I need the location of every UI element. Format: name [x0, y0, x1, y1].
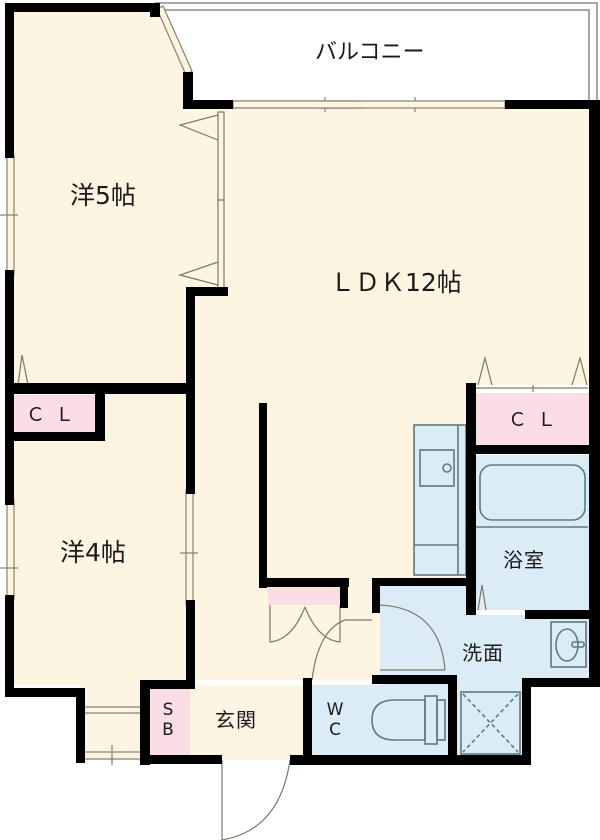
label-closet-left: ＣＬ: [26, 404, 85, 426]
washing-machine-pan: [460, 691, 521, 755]
label-washroom: 洗面: [462, 641, 504, 665]
kitchen-sink: [419, 449, 455, 487]
label-western-5: 洋5帖: [70, 181, 136, 210]
fixtures: [371, 424, 588, 755]
label-shoebox: S B: [158, 700, 178, 740]
room-bath-floor: [474, 455, 590, 610]
label-shoebox-s: S: [162, 700, 174, 720]
label-bath: 浴室: [503, 548, 545, 572]
wash-basin: [550, 621, 587, 668]
window-west-4: [6, 499, 15, 601]
label-wc: W C: [325, 700, 345, 740]
room-washroom-floor: [380, 585, 590, 760]
closet-left-fill: [12, 395, 100, 435]
label-balcony: バルコニー: [315, 40, 425, 65]
walls: [5, 3, 600, 765]
label-wc-w: W: [326, 700, 344, 720]
bathtub: [479, 464, 586, 521]
label-western-4: 洋4帖: [60, 538, 126, 567]
window-balcony-3: [232, 100, 506, 109]
room-ldk-floor: [190, 105, 590, 680]
window-south: [83, 751, 143, 760]
room-wc-floor: [310, 685, 455, 760]
closet-right-fill: [474, 393, 590, 447]
toilet: [371, 699, 426, 741]
label-shoebox-b: B: [162, 720, 174, 740]
label-wc-c: C: [329, 720, 341, 740]
entrance-floor: [190, 685, 305, 760]
label-entrance: 玄関: [215, 708, 257, 732]
window-east-4: [185, 489, 194, 606]
label-closet-right: ＣＬ: [508, 409, 567, 431]
window-bay: [156, 5, 193, 76]
room-western-4-floor: [12, 395, 190, 685]
shoebox-fill: [150, 685, 190, 755]
storage-hall-fill: [268, 585, 340, 605]
nook-floor: [100, 395, 190, 440]
room-western-5-floor: [12, 10, 222, 385]
floor-fills: [12, 10, 590, 760]
balcony: [155, 2, 598, 105]
label-ldk: ＬＤＫ12帖: [330, 268, 462, 297]
